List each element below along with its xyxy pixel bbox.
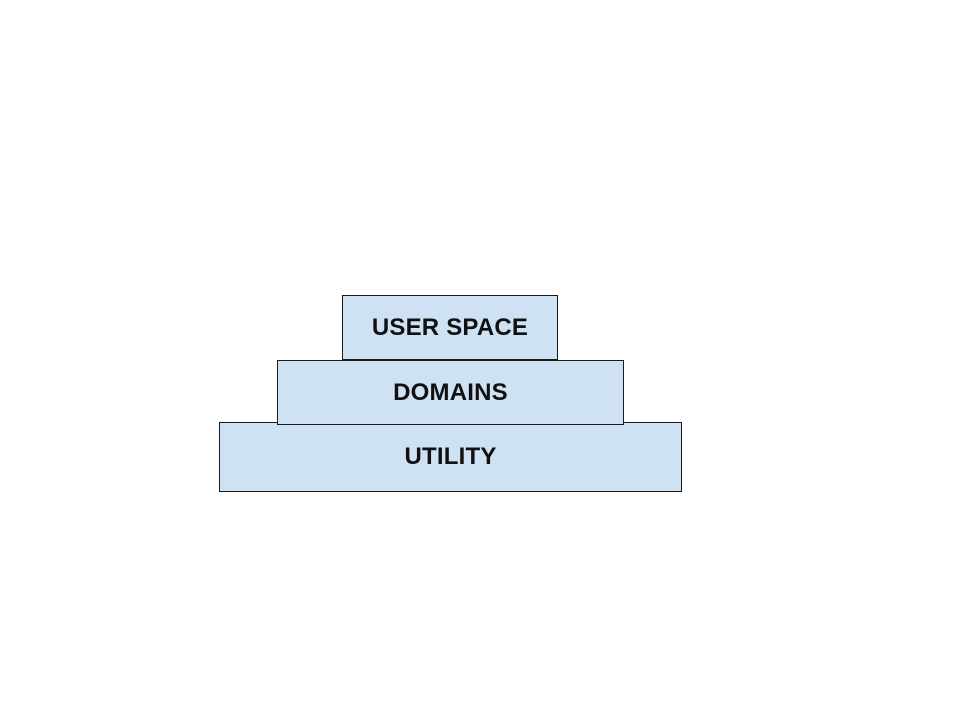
layer-domains: DOMAINS (277, 360, 624, 425)
layer-utility-label: UTILITY (404, 443, 497, 470)
layer-utility: UTILITY (219, 422, 682, 492)
layer-domains-label: DOMAINS (393, 378, 508, 406)
layer-user-space-label: USER SPACE (371, 313, 529, 341)
layer-user-space: USER SPACE (342, 295, 558, 360)
